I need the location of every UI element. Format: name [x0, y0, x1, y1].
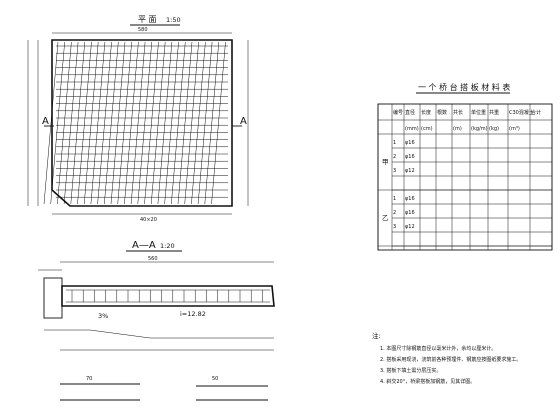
table-cell: φ12	[405, 168, 415, 174]
section-title: A—A	[132, 240, 156, 251]
notes-list: 1. 本图尺寸除钢筋直径以毫米计外，余均以厘米计。 2. 搭板采用现浇，浇筑前各种…	[380, 345, 521, 385]
table-cell: 2	[393, 210, 396, 216]
table-unit-cell: (m)	[453, 126, 462, 132]
section-rebar	[66, 289, 270, 303]
table-cell: 3	[393, 168, 396, 174]
detail-left-dimension: 70	[86, 376, 92, 382]
abutment-block	[43, 277, 63, 319]
section-ground-line	[44, 329, 274, 339]
plan-rebar-transverse	[50, 41, 65, 205]
note-item: 2. 搭板采用现浇，浇筑前各种预埋件、钢筋应按图纸要求施工。	[380, 356, 521, 363]
plan-rebar-transverse	[150, 41, 166, 205]
section-top-dimension: 560	[148, 256, 158, 262]
table-unit-cell: (m³)	[509, 126, 520, 132]
plan-rebar-transverse	[104, 41, 119, 205]
table-unit-cell: (cm)	[421, 126, 433, 132]
plan-top-dimension: 580	[138, 27, 148, 33]
table-cell: 1	[393, 140, 396, 146]
table-header-cell: 编号	[393, 109, 403, 116]
table-header-cell: 根数	[437, 109, 447, 116]
table-cell: 2	[393, 154, 396, 160]
table-group-label: 甲	[382, 158, 389, 166]
detail-right-dimension: 50	[212, 376, 218, 382]
material-table: 一 个 桥 台 搭 板 材 料 表 编号直径长度根数共长 单位重共重 C30混凝土合…	[377, 82, 553, 251]
section-slab	[61, 285, 275, 307]
note-item: 3. 搭板下填土需分层压实。	[380, 367, 441, 374]
plan-rebar-transverse	[197, 41, 213, 205]
notes-block: 注: 1. 本图尺寸除钢筋直径以毫米计外，余均以厘米计。 2. 搭板采用现浇，浇筑…	[372, 331, 521, 385]
table-cell: φ16	[405, 154, 415, 160]
plan-rebar-transverse	[110, 41, 126, 205]
table-header-cell: 单位重	[471, 109, 486, 116]
table-unit-cell: (mm)	[405, 126, 419, 132]
plan-rebar-transverse	[130, 41, 146, 205]
plan-rebar-transverse	[157, 41, 173, 205]
plan-bottom-dimension: 40×20	[140, 217, 157, 223]
note-item: 1. 本图尺寸除钢筋直径以毫米计外，余均以厘米计。	[380, 345, 496, 352]
plan-rebar-transverse	[77, 41, 92, 205]
plan-rebar-transverse	[63, 41, 79, 205]
plan-rebar-transverse	[204, 41, 220, 205]
plan-rebar-transverse	[191, 41, 206, 205]
table-header-cell: 直径	[405, 109, 415, 116]
plan-rebar-transverse	[144, 41, 159, 205]
table-header-cell: 合计	[531, 109, 541, 116]
plan-rebar-transverse	[83, 41, 99, 205]
table-cell: 3	[393, 224, 396, 230]
plan-rebar-transverse	[171, 41, 186, 205]
section-view: A—A 1:20 560 3% i=12.82	[38, 240, 275, 351]
table-cell: φ16	[405, 140, 415, 146]
section-scale: 1:20	[160, 242, 175, 250]
table-cell: φ16	[405, 196, 415, 202]
plan-view: 平 面 1:50 580 A A 40×20	[27, 15, 249, 223]
notes-heading: 注:	[372, 331, 381, 340]
plan-rebar-transverse	[164, 41, 179, 205]
table-header-cell: C30混凝土	[509, 109, 534, 116]
table-unit-cell: (kg)	[489, 126, 499, 132]
plan-section-marker-right: A	[240, 116, 247, 127]
table-title: 一 个 桥 台 搭 板 材 料 表	[418, 82, 510, 92]
table-cell: φ12	[405, 224, 415, 230]
table-body: 编号直径长度根数共长 单位重共重 C30混凝土合计 (mm)(cm) (m) (kg/m)…	[377, 104, 553, 250]
plan-rebar-transverse	[57, 41, 72, 205]
plan-rebar-transverse	[97, 41, 112, 205]
plan-rebar-transverse	[124, 41, 139, 205]
plan-rebar-transverse	[70, 41, 86, 205]
plan-rebar-transverse	[177, 41, 193, 205]
table-cell: φ16	[405, 210, 415, 216]
table-unit-cell: (kg/m)	[471, 126, 488, 132]
plan-title: 平 面	[138, 15, 157, 24]
plan-rebar-transverse	[43, 41, 59, 205]
section-slope-label: 3%	[98, 312, 108, 320]
note-item: 4. 斜交20°，桥梁搭板加钢筋，见其详图。	[380, 378, 475, 385]
plan-rebar-transverse	[90, 41, 106, 205]
plan-rebar-transverse	[184, 41, 199, 205]
bottom-details: 70 50	[60, 376, 268, 401]
table-header-cell: 共长	[453, 109, 463, 116]
plan-scale: 1:50	[166, 16, 181, 24]
plan-rebar-transverse	[137, 41, 153, 205]
section-slope-note: i=12.82	[180, 310, 206, 318]
table-group-label: 乙	[382, 214, 389, 222]
plan-section-marker-left: A	[42, 116, 49, 127]
plan-rebar-grid	[43, 41, 228, 205]
table-header-cell: 长度	[421, 109, 431, 116]
table-header-cell: 共重	[489, 109, 499, 116]
table-cell: 1	[393, 196, 396, 202]
plan-slab-outline	[51, 39, 233, 207]
plan-rebar-transverse	[211, 41, 226, 205]
plan-rebar-transverse	[117, 41, 132, 205]
